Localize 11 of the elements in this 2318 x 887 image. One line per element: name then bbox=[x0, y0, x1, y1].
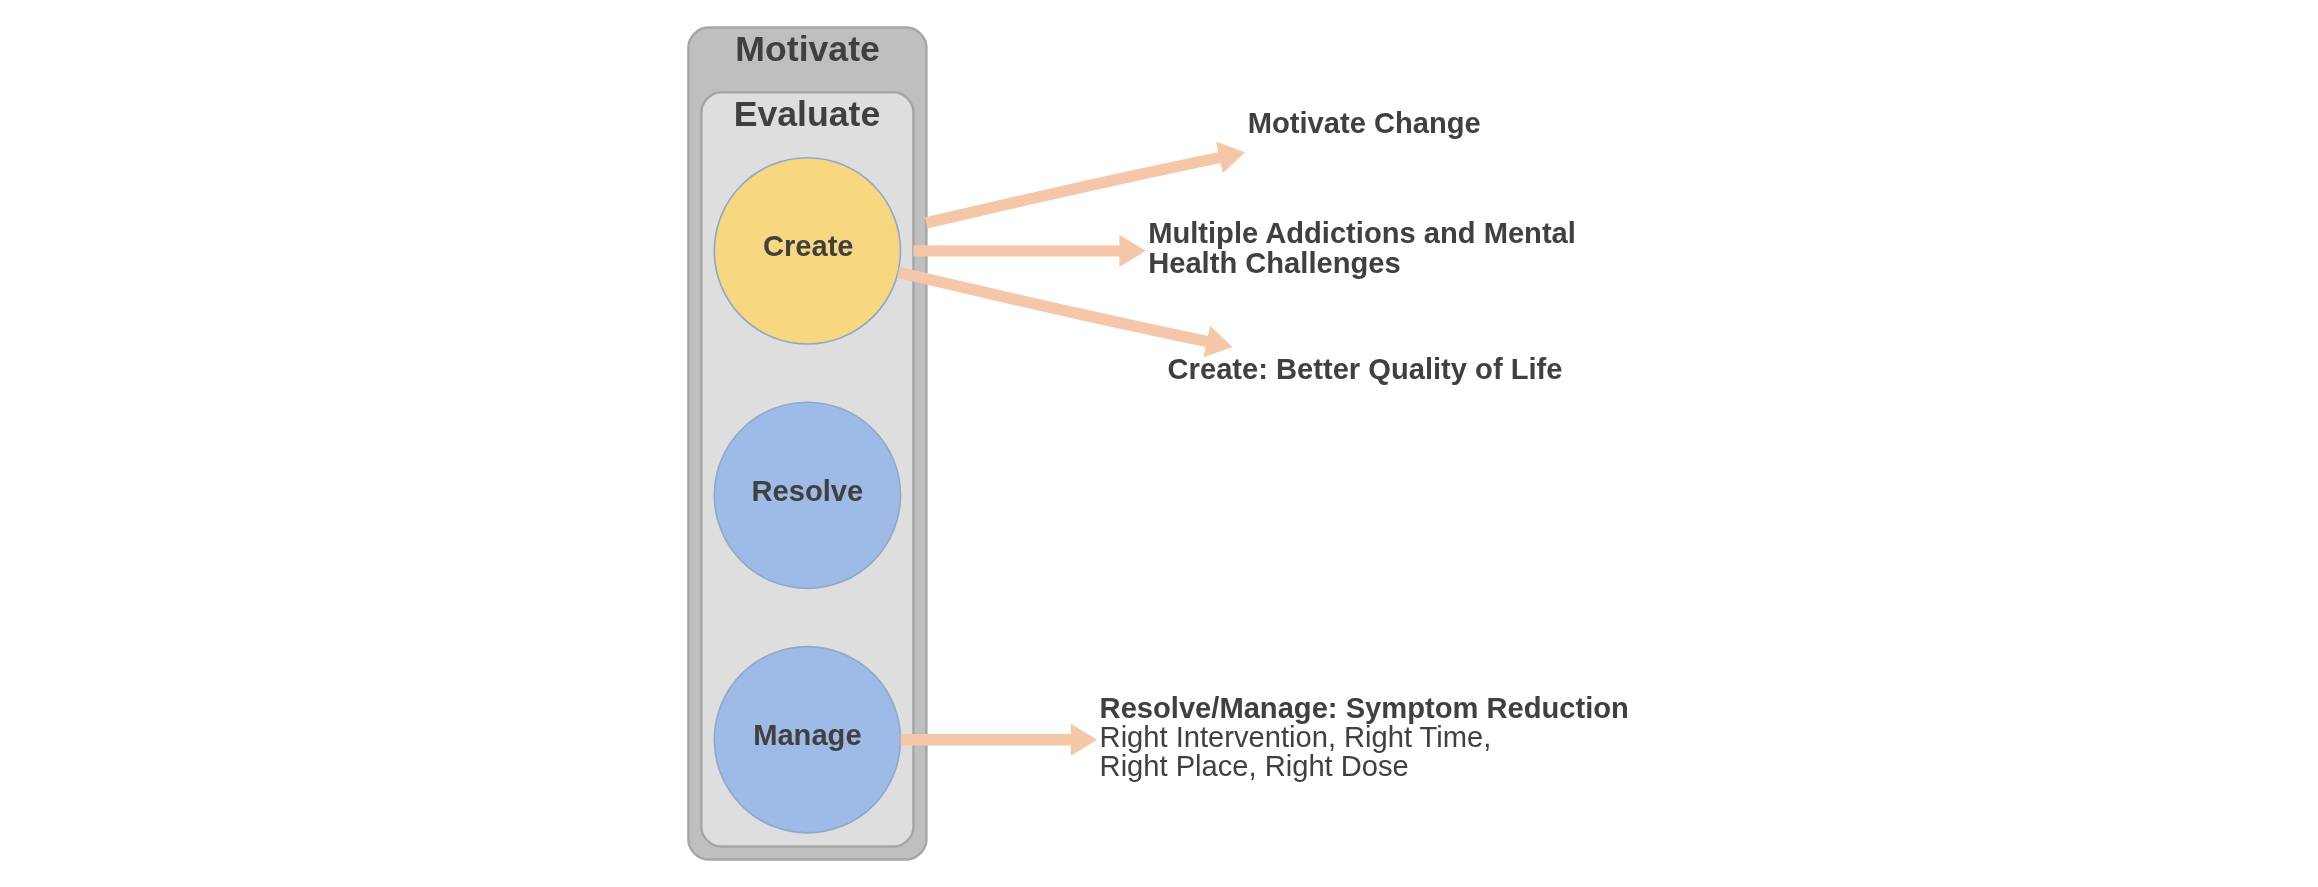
arrow bbox=[900, 723, 1097, 756]
arrow bbox=[924, 141, 1245, 229]
node-text: Create: Better Quality of Life bbox=[1167, 353, 1562, 386]
node-text: Multiple Addictions and Mental Health Challenges bbox=[1147, 217, 1576, 279]
arrow bbox=[896, 266, 1232, 358]
node-circle: Manage bbox=[713, 645, 901, 834]
arrow bbox=[912, 234, 1146, 267]
node-text: Motivate Change bbox=[1247, 107, 1481, 140]
node-circle: Create bbox=[713, 156, 901, 345]
node-text: Resolve/Manage: Symptom Reduction Right Intervention, Right Time, Right Place, Right Dose bbox=[1099, 691, 1629, 782]
node-circle: Resolve bbox=[713, 401, 901, 590]
